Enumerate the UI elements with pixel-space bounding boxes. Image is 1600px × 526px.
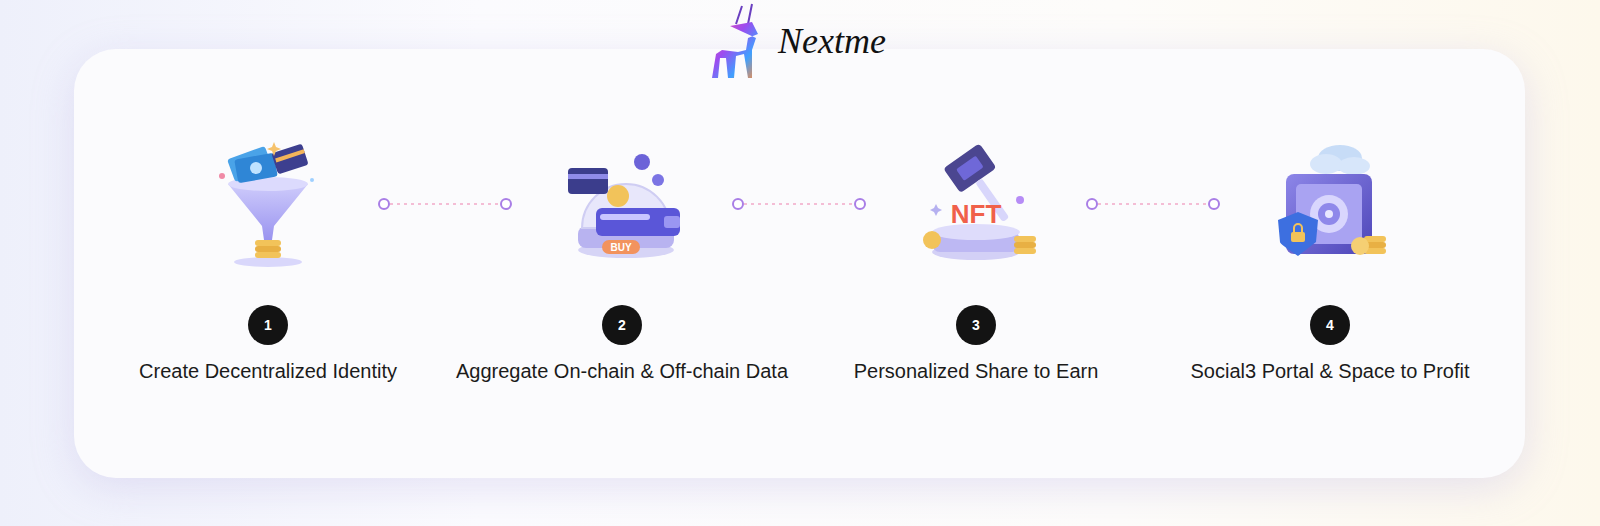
step-label: Social3 Portal & Space to Profit [1190, 360, 1469, 383]
connector-end-dot [379, 199, 389, 209]
step-number: 1 [248, 305, 288, 345]
step-number: 3 [956, 305, 996, 345]
connector-end-dot [1209, 199, 1219, 209]
button-text: BUY [610, 242, 631, 253]
connector-end-dot [501, 199, 511, 209]
logo-title: Nextme [778, 20, 886, 62]
logo-deer [712, 4, 758, 78]
step-node: 3Personalized Share to Earn [866, 135, 1086, 350]
step-node: 1Create Decentralized Identity [158, 135, 378, 350]
funnel-illustration [219, 142, 314, 267]
dotted-connector [744, 203, 854, 205]
safe-illustration [1278, 145, 1386, 256]
connector-end-dot [733, 199, 743, 209]
step-label: Personalized Share to Earn [854, 360, 1099, 383]
step-number: 4 [1310, 305, 1350, 345]
badge-text: NFT [951, 199, 1002, 230]
step-number: 2 [602, 305, 642, 345]
step-label: Create Decentralized Identity [139, 360, 397, 383]
connector-end-dot [855, 199, 865, 209]
step-label: Aggregate On-chain & Off-chain Data [456, 360, 788, 383]
connector-end-dot [1087, 199, 1097, 209]
dotted-connector [390, 203, 500, 205]
wallet-illustration [568, 154, 680, 258]
dotted-connector [1098, 203, 1208, 205]
nft-illustration [923, 143, 1036, 260]
step-node: 4Social3 Portal & Space to Profit [1220, 135, 1440, 350]
